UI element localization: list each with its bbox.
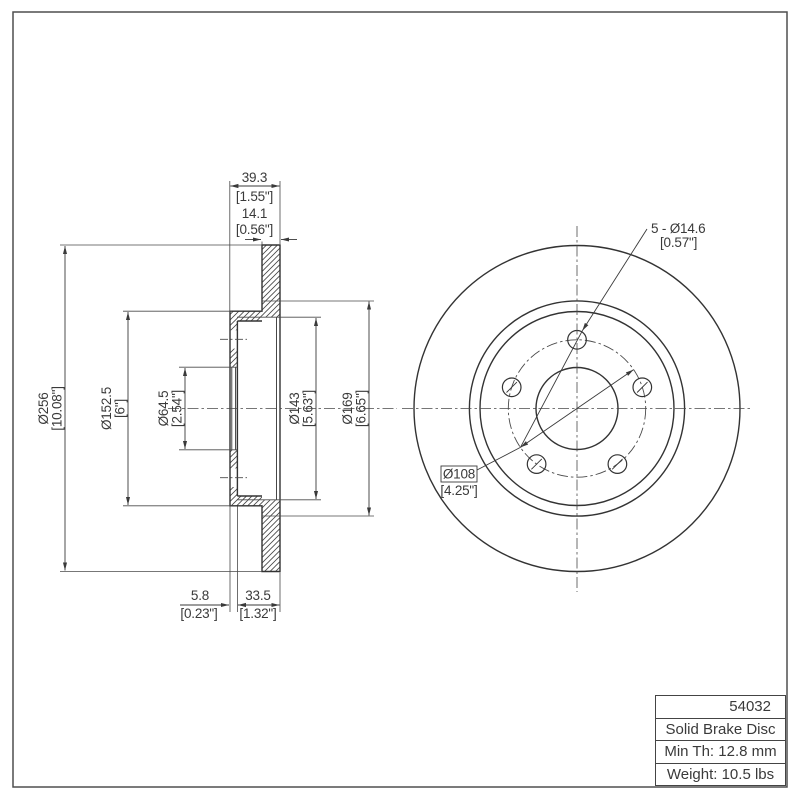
- dim-hub-face-thickness-mm: 5.8: [191, 588, 209, 603]
- dim-center-bore-in: [2.54"]: [170, 390, 185, 427]
- dim-center-bore-mm: Ø64.5: [156, 391, 171, 427]
- min-thickness: Min Th: 12.8 mm: [656, 740, 785, 763]
- dim-inner-diameter-mm: Ø143: [287, 392, 302, 424]
- dim-disc-thickness-mm: 14.1: [242, 206, 267, 221]
- bolt-hole-ticks: [506, 381, 648, 470]
- label-bolt-holes-mm: 5 - Ø14.6: [651, 221, 705, 236]
- part-number: 54032: [729, 698, 771, 716]
- section-extension-lines: [60, 181, 374, 612]
- page-border: [12, 11, 788, 788]
- dim-braking-inner-diameter-in: [6.65"]: [354, 390, 369, 427]
- dim-hat-diameter-in: [6"]: [113, 399, 128, 418]
- dim-inner-diameter-in: [5.63"]: [301, 390, 316, 427]
- section-hatching: [230, 245, 280, 572]
- front-view-centerlines: [402, 226, 753, 592]
- info-table: 54032 Solid Brake Disc Min Th: 12.8 mm W…: [655, 695, 786, 786]
- weight: Weight: 10.5 lbs: [656, 762, 785, 786]
- front-view: 5 - Ø14.6 [0.57"] Ø108 [4.25"]: [402, 221, 753, 592]
- bolt-circle-label-box: [440, 465, 478, 483]
- dim-hub-face-thickness-in: [0.23"]: [180, 606, 217, 621]
- dim-hat-diameter-mm: Ø152.5: [99, 387, 114, 430]
- dim-overall-width-mm: 39.3: [242, 170, 267, 185]
- front-view-leaders: [476, 228, 648, 471]
- dim-overall-width-in: [1.55"]: [236, 189, 273, 204]
- section-centerlines: [168, 338, 397, 479]
- dim-braking-inner-diameter-mm: Ø169: [340, 392, 355, 424]
- section-dimension-lines: [62, 183, 372, 608]
- product-type: Solid Brake Disc: [656, 717, 785, 741]
- label-bolt-circle-in: [4.25"]: [440, 483, 477, 498]
- dim-outer-diameter-in: [10.08"]: [50, 386, 65, 430]
- section-view: 39.3 [1.55"] 14.1 [0.56"] Ø256 [10.08"] …: [36, 170, 397, 621]
- label-bolt-circle-mm: Ø108: [443, 467, 475, 482]
- label-bolt-holes-in: [0.57"]: [660, 235, 697, 250]
- dim-outer-diameter-mm: Ø256: [36, 392, 51, 424]
- dim-hat-depth-mm: 33.5: [245, 588, 270, 603]
- dim-hat-depth-in: [1.32"]: [239, 606, 276, 621]
- dim-disc-thickness-in: [0.56"]: [236, 222, 273, 237]
